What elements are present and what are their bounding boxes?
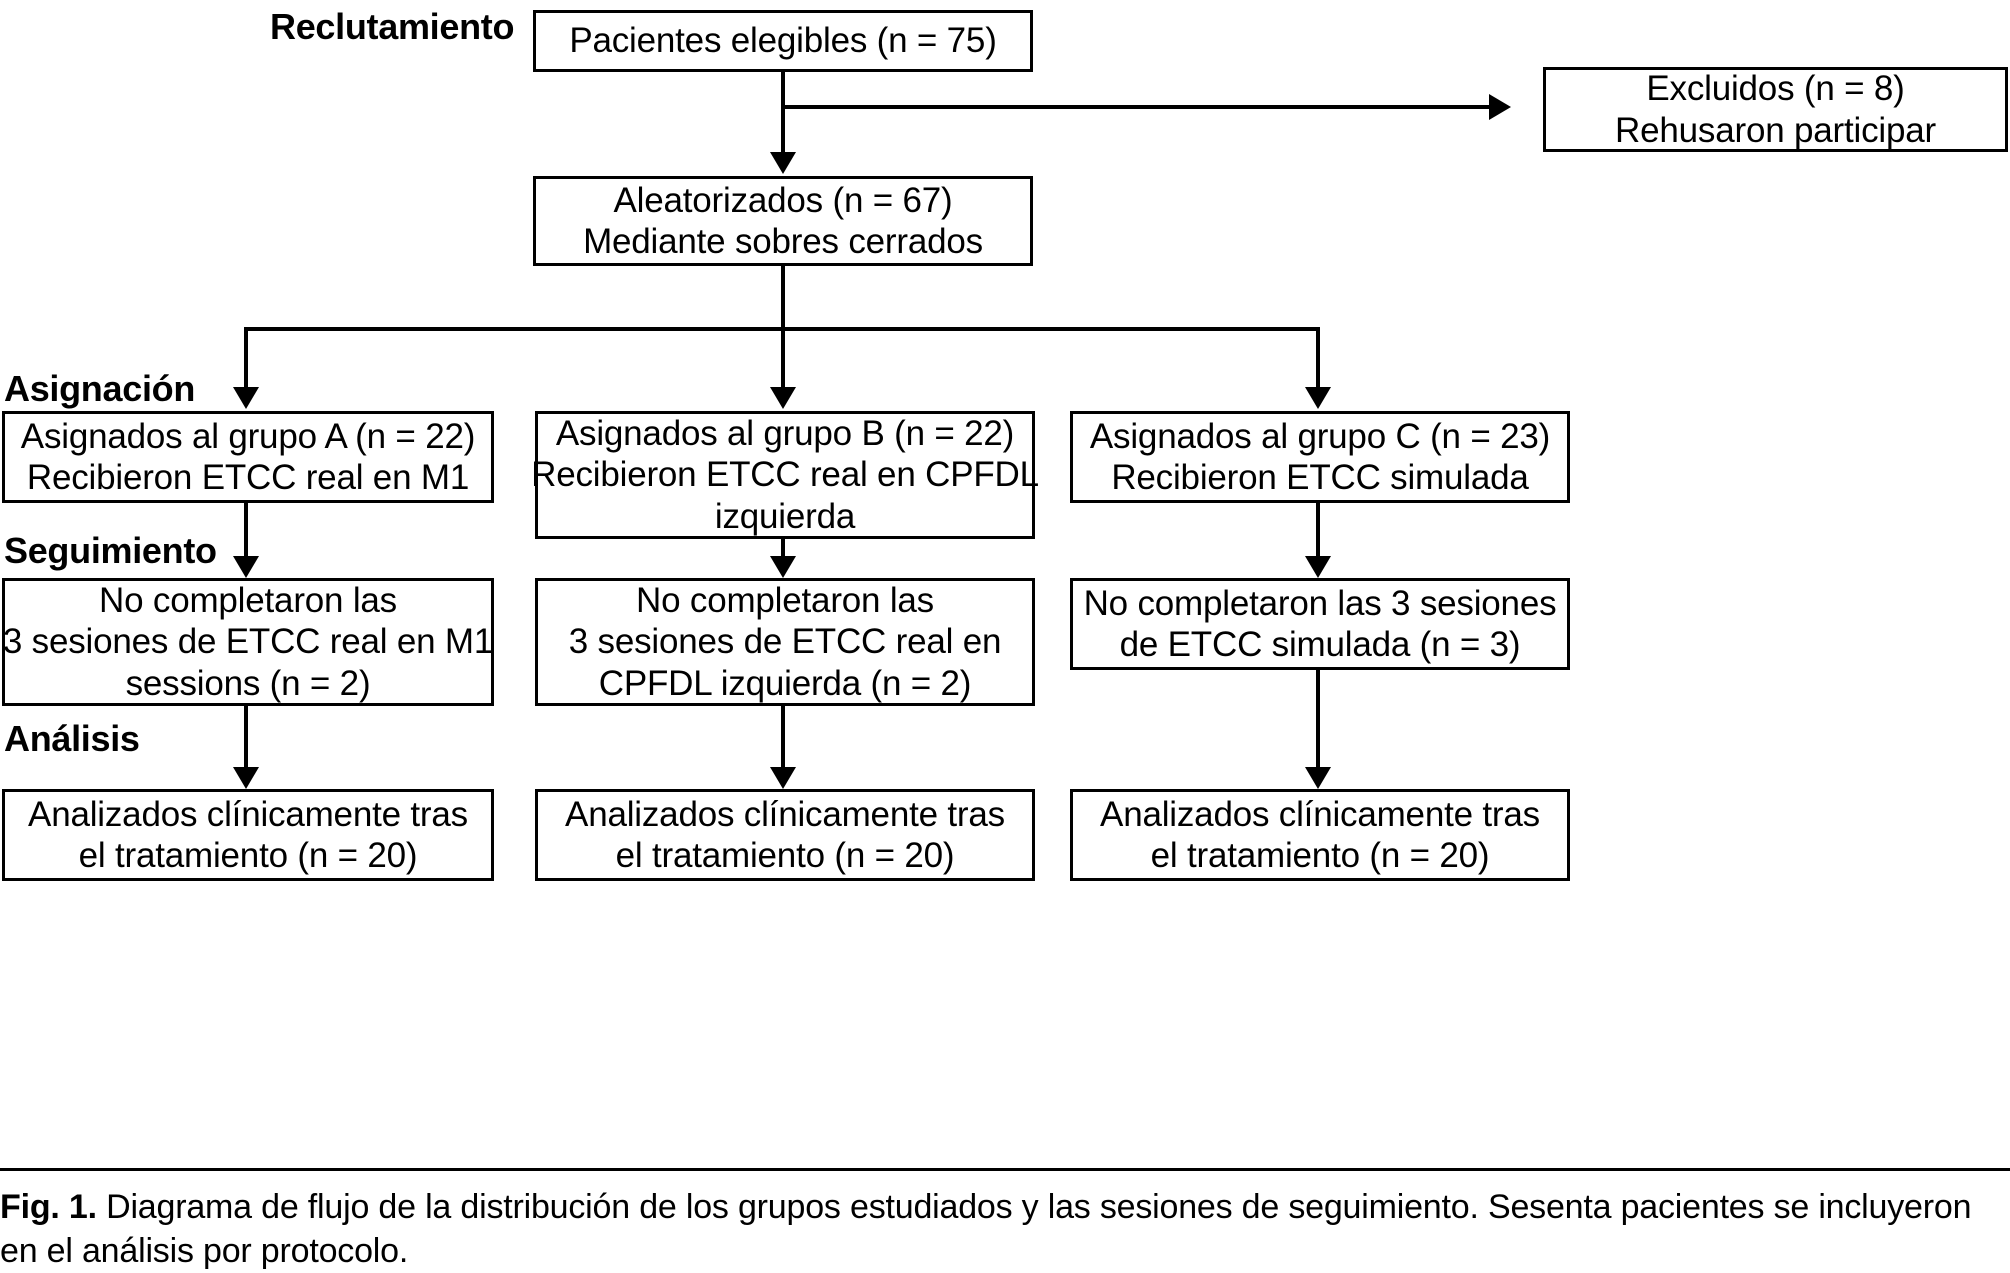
node-excluded-line-2: Rehusaron participar — [1615, 110, 1936, 150]
connector-followup-b-to-analysis-b — [781, 706, 785, 769]
node-allocation-b-line-3: izquierda — [714, 496, 856, 536]
stage-label-followup: Seguimiento — [4, 530, 217, 571]
arrow-eligible-to-randomized — [770, 152, 796, 174]
arrow-followup-b-to-analysis-b — [770, 767, 796, 789]
node-followup-b-line-1: No completaron las — [636, 581, 934, 621]
arrow-bus-to-alloc-a — [233, 387, 259, 409]
connector-randomized-stem — [781, 266, 785, 329]
connector-followup-a-to-analysis-a — [244, 706, 248, 769]
node-allocation-b-line-1: Asignados al grupo B (n = 22) — [555, 414, 1015, 454]
node-allocation-b-line-2: Recibieron ETCC real en CPFDL — [531, 455, 1039, 495]
stage-label-analysis: Análisis — [4, 718, 140, 759]
node-followup-b-line-3: CPFDL izquierda (n = 2) — [598, 663, 972, 703]
node-followup-b-line-2: 3 sesiones de ETCC real en — [568, 622, 1002, 662]
node-analysis-c-line-2: el tratamiento (n = 20) — [1150, 836, 1490, 875]
arrow-bus-to-alloc-b — [770, 387, 796, 409]
arrow-alloc-a-to-followup-a — [233, 556, 259, 578]
figure-caption-prefix: Fig. 1. — [0, 1188, 97, 1226]
node-allocation-a-line-2: Recibieron ETCC real en M1 — [26, 458, 470, 497]
node-analysis-group-c: Analizados clínicamente tras el tratamie… — [1070, 789, 1570, 881]
figure-caption-text: Diagrama de flujo de la distribución de … — [0, 1188, 1972, 1270]
node-allocation-group-c: Asignados al grupo C (n = 23) Recibieron… — [1070, 411, 1570, 503]
connector-alloc-b-to-followup-b — [781, 539, 785, 558]
node-analysis-b-line-2: el tratamiento (n = 20) — [615, 836, 955, 875]
connector-eligible-to-excluded — [781, 105, 1491, 109]
figure-caption: Fig. 1. Diagrama de flujo de la distribu… — [0, 1186, 1995, 1273]
node-followup-c-line-1: No completaron las 3 sesiones — [1083, 583, 1557, 623]
caption-divider — [0, 1168, 2010, 1171]
arrow-followup-a-to-analysis-a — [233, 767, 259, 789]
node-analysis-group-b: Analizados clínicamente tras el tratamie… — [535, 789, 1035, 881]
node-analysis-a-line-1: Analizados clínicamente tras — [28, 794, 468, 834]
node-followup-a-line-3: sessions (n = 2) — [125, 663, 371, 703]
node-excluded: Excluidos (n = 8) Rehusaron participar — [1543, 67, 2008, 152]
node-followup-group-c: No completaron las 3 sesiones de ETCC si… — [1070, 578, 1570, 670]
node-eligible: Pacientes elegibles (n = 75) — [533, 10, 1033, 72]
arrow-eligible-to-excluded — [1489, 94, 1511, 120]
node-analysis-c-line-1: Analizados clínicamente tras — [1100, 794, 1540, 834]
node-followup-group-b: No completaron las 3 sesiones de ETCC re… — [535, 578, 1035, 706]
arrow-alloc-c-to-followup-c — [1305, 556, 1331, 578]
node-randomized-line-1: Aleatorizados (n = 67) — [613, 180, 953, 220]
connector-eligible-to-randomized — [781, 72, 785, 154]
node-followup-a-line-1: No completaron las — [99, 581, 397, 621]
node-analysis-a-line-2: el tratamiento (n = 20) — [78, 836, 418, 875]
stage-label-allocation: Asignación — [4, 368, 196, 409]
connector-alloc-a-to-followup-a — [244, 503, 248, 558]
stage-label-recruitment: Reclutamiento — [270, 6, 515, 47]
node-analysis-b-line-1: Analizados clínicamente tras — [565, 794, 1005, 834]
node-followup-group-a: No completaron las 3 sesiones de ETCC re… — [2, 578, 494, 706]
node-randomized: Aleatorizados (n = 67) Mediante sobres c… — [533, 176, 1033, 266]
arrow-alloc-b-to-followup-b — [770, 556, 796, 578]
node-allocation-c-line-1: Asignados al grupo C (n = 23) — [1089, 416, 1551, 456]
node-analysis-group-a: Analizados clínicamente tras el tratamie… — [2, 789, 494, 881]
node-followup-c-line-2: de ETCC simulada (n = 3) — [1119, 625, 1521, 664]
connector-alloc-c-to-followup-c — [1316, 503, 1320, 558]
node-allocation-group-a: Asignados al grupo A (n = 22) Recibieron… — [2, 411, 494, 503]
connector-bus-to-alloc-b — [781, 327, 785, 389]
node-excluded-line-1: Excluidos (n = 8) — [1646, 69, 1905, 109]
node-eligible-line-1: Pacientes elegibles (n = 75) — [569, 21, 997, 61]
node-allocation-a-line-1: Asignados al grupo A (n = 22) — [20, 416, 476, 456]
node-followup-a-line-2: 3 sesiones de ETCC real en M1 — [2, 622, 494, 662]
connector-followup-c-to-analysis-c — [1316, 670, 1320, 769]
node-allocation-c-line-2: Recibieron ETCC simulada — [1111, 458, 1529, 497]
connector-bus-to-alloc-a — [244, 327, 248, 389]
arrow-followup-c-to-analysis-c — [1305, 767, 1331, 789]
node-allocation-group-b: Asignados al grupo B (n = 22) Recibieron… — [531, 411, 1039, 539]
arrow-bus-to-alloc-c — [1305, 387, 1331, 409]
node-randomized-line-2: Mediante sobres cerrados — [583, 222, 983, 261]
connector-bus-to-alloc-c — [1316, 327, 1320, 389]
